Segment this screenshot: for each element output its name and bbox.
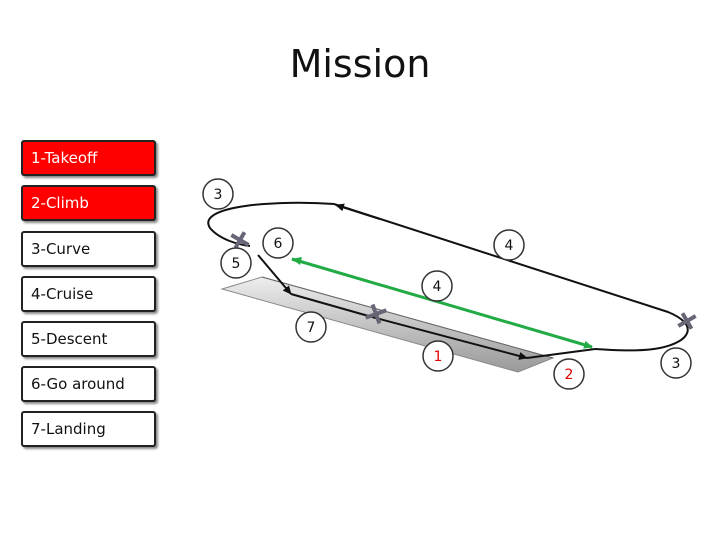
marker-3-right [660, 347, 692, 379]
marker-5 [220, 247, 252, 279]
marker-7-label: 7 [307, 320, 316, 336]
takeoff-path [371, 316, 528, 360]
runway-edge [261, 276, 554, 359]
marker-2-label: 2 [565, 367, 574, 383]
legend-go-around: 6-Go around [21, 366, 156, 402]
legend-climb: 2-Climb [21, 185, 156, 221]
diagram-title: Mission [289, 42, 431, 86]
legend-cruise: 4-Cruise [21, 276, 156, 312]
marker-3-left [202, 178, 234, 210]
descent-path [257, 254, 292, 295]
marker-6 [262, 227, 294, 259]
marker-2 [553, 358, 585, 390]
go-around-path [333, 203, 689, 352]
marker-3-right-label: 3 [672, 356, 681, 372]
cruise-path [291, 257, 593, 349]
marker-4-mid-label: 4 [433, 279, 442, 295]
upper-arrow [335, 203, 381, 220]
marker-4-top [493, 229, 525, 261]
outer-loop-path [207, 201, 335, 247]
marker-1-label: 1 [434, 349, 443, 365]
landing-path [290, 293, 373, 318]
airplane-icon [677, 312, 697, 330]
airplane-icon [364, 303, 388, 325]
airplane-icon [230, 231, 250, 249]
runway [220, 276, 555, 373]
legend-descent: 5-Descent [21, 321, 156, 357]
marker-1 [422, 340, 454, 372]
legend-takeoff: 1-Takeoff [21, 140, 156, 176]
marker-4-top-label: 4 [505, 238, 514, 254]
marker-4-mid [421, 270, 453, 302]
marker-6-label: 6 [274, 236, 283, 252]
climb-path [526, 348, 596, 359]
marker-3-left-label: 3 [214, 187, 223, 203]
legend-landing: 7-Landing [21, 411, 156, 447]
marker-5-label: 5 [232, 256, 241, 272]
marker-7 [295, 311, 327, 343]
cruise-arrow-tail [292, 257, 302, 265]
legend-curve: 3-Curve [21, 231, 156, 267]
